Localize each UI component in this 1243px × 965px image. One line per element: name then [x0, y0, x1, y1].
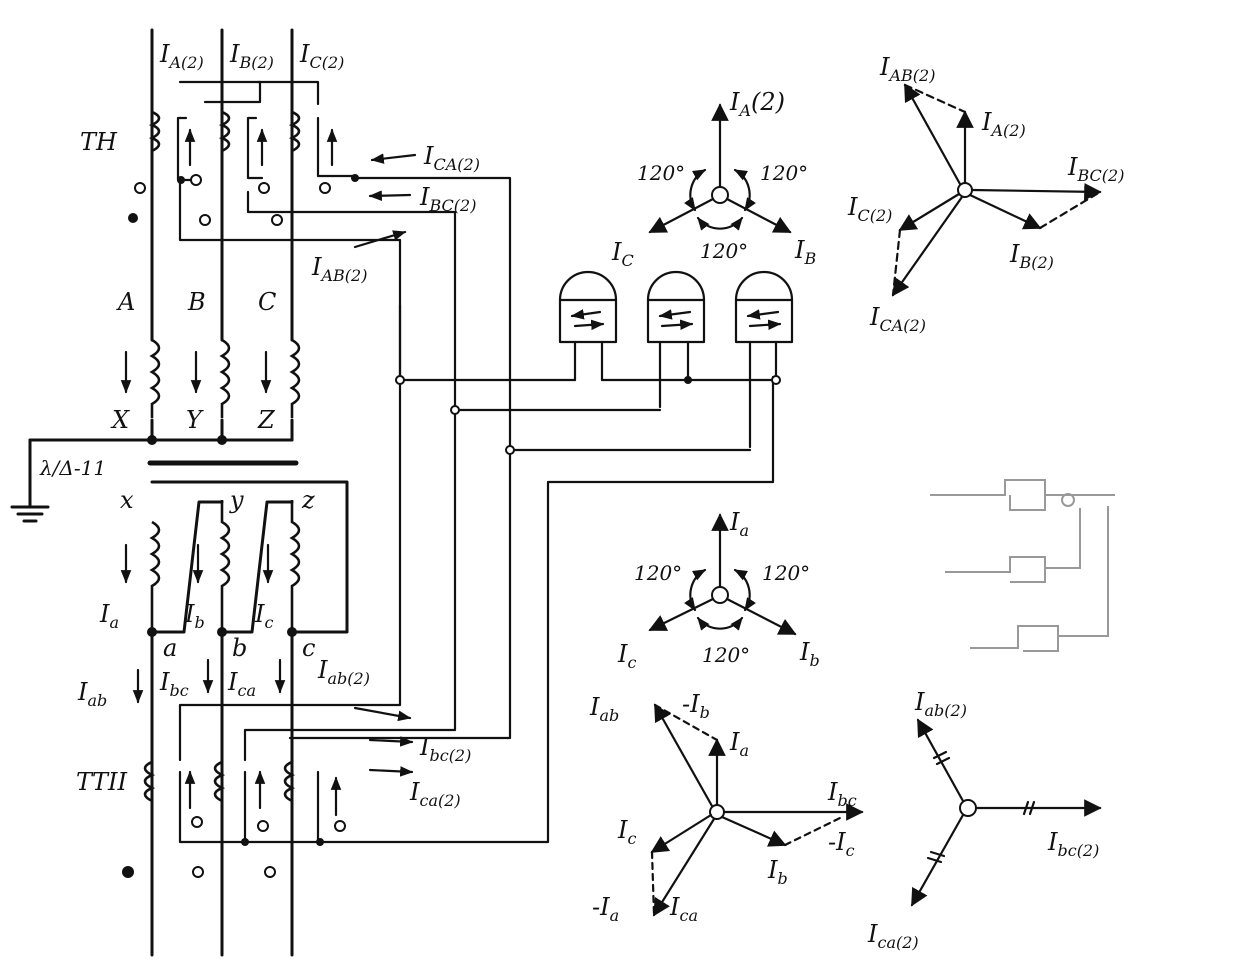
svg-text:Ib: Ib: [799, 638, 820, 670]
svg-text:IB(2): IB(2): [1009, 240, 1054, 272]
vector-diagram-hv: IAB(2) IA(2) IBC(2) IC(2) IB(2) ICA(2): [847, 53, 1124, 335]
svg-text:IB: IB: [794, 236, 816, 268]
relay-2: [646, 270, 706, 409]
svg-text:IAB(2): IAB(2): [311, 253, 367, 285]
svg-text:Ica(2): Ica(2): [409, 778, 461, 810]
svg-text:C: C: [258, 288, 276, 316]
svg-text:Ica: Ica: [227, 668, 256, 700]
phasor-star-lower: Ia Ic Ib 120° 120° 120°: [617, 508, 820, 672]
faint-sketch: [930, 479, 1115, 652]
svg-text:Ibc: Ibc: [827, 778, 857, 810]
svg-text:B: B: [187, 288, 206, 316]
svg-text:120°: 120°: [702, 643, 750, 667]
lower-current-transformers: ТТII Iab(2) Ibc(2) Ica(2): [76, 303, 775, 878]
svg-text:Iab(2): Iab(2): [317, 656, 370, 688]
svg-text:IAB(2): IAB(2): [879, 53, 935, 85]
svg-text:Z: Z: [257, 406, 276, 434]
bus-current-labels: IA(2) IB(2) IC(2): [159, 40, 344, 72]
svg-text:IB(2): IB(2): [229, 40, 274, 72]
svg-text:a: a: [163, 634, 177, 662]
svg-text:Ibc(2): Ibc(2): [419, 733, 471, 765]
svg-text:Ic: Ic: [254, 600, 273, 632]
svg-text:120°: 120°: [637, 161, 685, 185]
svg-text:-Ic: -Ic: [828, 828, 855, 860]
svg-text:Iab: Iab: [589, 693, 619, 725]
upper-ct-label: ТН: [80, 128, 118, 156]
svg-text:Ic: Ic: [617, 816, 636, 848]
svg-text:IC(2): IC(2): [299, 40, 344, 72]
svg-text:Ica(2): Ica(2): [867, 920, 919, 952]
svg-text:ICA(2): ICA(2): [423, 142, 480, 174]
svg-text:-Ib: -Ib: [682, 690, 710, 722]
lv-busbars: Iab Ibc Ica: [77, 630, 294, 957]
relay-3: [734, 270, 794, 449]
svg-text:Iab: Iab: [77, 678, 107, 710]
vector-diagram-lv2: Iab(2) Ibc(2) Ica(2): [867, 688, 1102, 952]
svg-text:120°: 120°: [760, 161, 808, 185]
phasor-star-upper: IA(2) IC IB 120° 120° 120°: [611, 88, 816, 270]
svg-text:z: z: [301, 486, 315, 514]
svg-text:120°: 120°: [634, 561, 682, 585]
svg-text:Ibc: Ibc: [159, 668, 189, 700]
svg-text:IA(2): IA(2): [159, 40, 204, 72]
upper-current-transformers: ТН: [80, 80, 359, 226]
svg-text:Y: Y: [186, 406, 204, 434]
upper-secondary-wiring: ICA(2) IBC(2) IAB(2): [178, 142, 512, 455]
svg-text:ICA(2): ICA(2): [869, 303, 926, 335]
svg-text:Ia: Ia: [729, 508, 749, 540]
svg-text:IC: IC: [611, 238, 634, 270]
svg-text:c: c: [302, 634, 315, 662]
svg-text:IC(2): IC(2): [847, 193, 892, 225]
lv-windings: x y z Ia Ib Ic a b c: [99, 480, 349, 662]
differential-relays: [395, 270, 794, 455]
svg-text:Ia: Ia: [729, 728, 749, 760]
svg-text:Ib: Ib: [184, 600, 205, 632]
svg-text:IBC(2): IBC(2): [419, 183, 476, 215]
svg-text:b: b: [232, 634, 247, 662]
svg-text:Ica: Ica: [669, 893, 698, 925]
svg-text:Ibc(2): Ibc(2): [1047, 828, 1099, 860]
svg-text:120°: 120°: [762, 561, 810, 585]
svg-text:X: X: [110, 406, 130, 434]
svg-text:120°: 120°: [700, 239, 748, 263]
svg-text:y: y: [229, 486, 244, 514]
transformer-label: λ/Δ-11: [39, 456, 106, 480]
relay-1: [558, 270, 618, 382]
svg-text:Ia: Ia: [99, 600, 119, 632]
svg-text:Iab(2): Iab(2): [914, 688, 967, 720]
svg-text:IA(2): IA(2): [729, 88, 785, 120]
svg-text:-Ia: -Ia: [592, 893, 619, 925]
svg-text:Ib: Ib: [767, 856, 788, 888]
svg-text:x: x: [120, 486, 134, 514]
hv-windings: A B C X Y Z λ/Δ-11: [10, 288, 301, 523]
svg-text:Ic: Ic: [617, 640, 636, 672]
svg-text:A: A: [116, 288, 135, 316]
svg-text:IA(2): IA(2): [981, 108, 1026, 140]
vector-diagram-lv: Iab -Ib Ia Ibc Ic -Ic Ib -Ia Ica: [589, 690, 864, 925]
lower-ct-label: ТТII: [76, 768, 127, 796]
svg-text:IBC(2): IBC(2): [1067, 153, 1124, 185]
